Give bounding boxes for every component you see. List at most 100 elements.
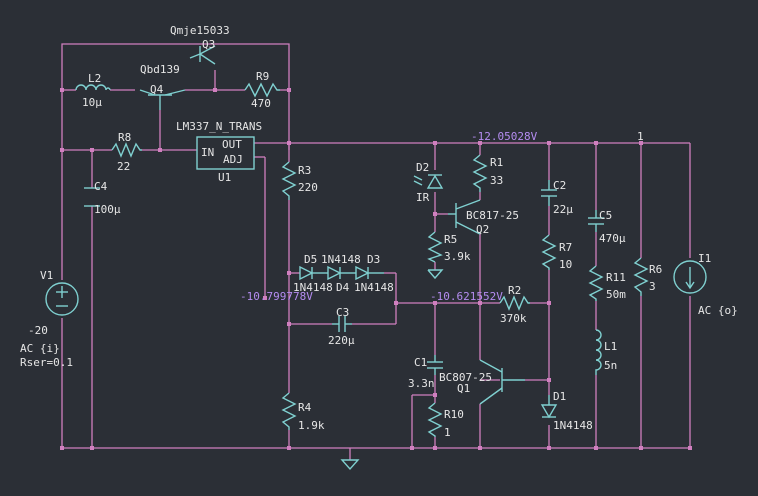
Q3-ref: Q3 [202, 38, 215, 51]
R4-symbol [281, 392, 297, 430]
R3-ref: R3 [298, 164, 311, 177]
L2-symbol [75, 84, 111, 91]
R3-value: 220 [298, 181, 318, 194]
V1-value: -20 [28, 324, 48, 337]
U1-pin-adj: ADJ [223, 153, 243, 166]
I1-symbol [673, 260, 707, 294]
R6-symbol [633, 257, 649, 296]
C1-value: 3.3n [408, 377, 435, 390]
C3-symbol [332, 316, 352, 332]
D3-model: 1N4148 [354, 281, 394, 294]
I1-value: AC {o} [698, 304, 738, 317]
R11-symbol [588, 265, 604, 301]
D2-ref: D2 [416, 161, 429, 174]
R8-ref: R8 [118, 131, 131, 144]
D2-symbol [413, 174, 444, 189]
C4-value: 100µ [94, 203, 121, 216]
V1-ac: AC {i} [20, 342, 60, 355]
R11-value: 50m [606, 288, 626, 301]
D4-symbol [327, 265, 356, 281]
D3-ref: D3 [367, 253, 380, 266]
U1-pin-out: OUT [222, 138, 242, 151]
R1-value: 33 [490, 174, 503, 187]
D4-model: 1N4148 [321, 253, 361, 266]
C2-value: 22µ [553, 203, 573, 216]
R6-ref: R6 [649, 263, 662, 276]
L1-ref: L1 [604, 340, 617, 353]
D1-ref: D1 [553, 390, 566, 403]
R2-value: 370k [500, 312, 527, 325]
R7-value: 10 [559, 258, 572, 271]
net-label-v-adj: -10.799778V [240, 290, 313, 303]
C3-value: 220µ [328, 334, 355, 347]
Q4-symbol [139, 89, 186, 110]
R4-value: 1.9k [298, 419, 325, 432]
C3-ref: C3 [336, 306, 349, 319]
Q4-ref: Q4 [150, 83, 164, 96]
R8-value: 22 [117, 160, 130, 173]
R5-symbol [427, 231, 443, 263]
C1-symbol [427, 355, 443, 375]
V1-rser: Rser=0.1 [20, 356, 73, 369]
U1-symbol [196, 136, 255, 170]
R7-symbol [541, 234, 557, 270]
C1-ref: C1 [414, 356, 427, 369]
R4-ref: R4 [298, 401, 312, 414]
C2-symbol [541, 180, 557, 206]
ground-symbol [340, 459, 360, 471]
R5-ref: R5 [444, 233, 457, 246]
Q3-symbol [189, 45, 216, 65]
U1-pin-in: IN [201, 146, 214, 159]
R10-ref: R10 [444, 408, 464, 421]
U1-ref: U1 [218, 171, 231, 184]
C5-ref: C5 [599, 209, 612, 222]
C4-ref: C4 [94, 180, 108, 193]
R10-symbol [427, 402, 443, 437]
C2-ref: C2 [553, 179, 566, 192]
Q4-model: Qbd139 [140, 63, 180, 76]
D1-symbol [540, 395, 558, 419]
C4-symbol [84, 187, 100, 207]
R5-value: 3.9k [444, 250, 471, 263]
net-label-node-1: 1 [637, 130, 644, 143]
ground-r5-symbol [427, 269, 444, 280]
wires [61, 43, 691, 460]
Q1-model: BC807-25 [439, 371, 492, 384]
D5-model: 1N4148 [293, 281, 333, 294]
Q2-symbol [448, 199, 481, 235]
R2-symbol [499, 295, 530, 311]
L2-value: 10µ [82, 96, 102, 109]
net-label-v-mid: -10.621552V [430, 290, 503, 303]
C5-symbol [588, 210, 604, 232]
U1-model: LM337_N_TRANS [176, 120, 262, 133]
I1-ref: I1 [698, 252, 711, 265]
R7-ref: R7 [559, 241, 572, 254]
labels: Qmje15033 Q3 Qbd139 Q4 L2 10µ R9 470 LM3… [20, 24, 738, 439]
R6-value: 3 [649, 280, 656, 293]
R11-ref: R11 [606, 271, 626, 284]
net-label-v-out: -12.05028V [471, 130, 538, 143]
V1-ref: V1 [40, 269, 53, 282]
L2-ref: L2 [88, 72, 101, 85]
component-symbols [45, 45, 707, 471]
R9-ref: R9 [256, 70, 269, 83]
Q2-model: BC817-25 [466, 209, 519, 222]
junctions [60, 88, 692, 450]
D5-symbol [299, 265, 328, 281]
L1-symbol [595, 329, 602, 375]
D1-model: 1N4148 [553, 419, 593, 432]
R3-symbol [281, 161, 297, 200]
Q1-ref: Q1 [457, 382, 470, 395]
D5-ref: D5 [304, 253, 317, 266]
net-labels: -12.05028V 1 -10.799778V -10.621552V [240, 130, 644, 303]
R1-symbol [472, 154, 488, 192]
V1-symbol [45, 282, 79, 316]
R2-ref: R2 [508, 284, 521, 297]
R9-value: 470 [251, 97, 271, 110]
R9-symbol [244, 82, 280, 98]
Q2-ref: Q2 [476, 223, 489, 236]
C5-value: 470µ [599, 232, 626, 245]
Q1-symbol [479, 359, 525, 405]
D2-value: IR [416, 191, 430, 204]
